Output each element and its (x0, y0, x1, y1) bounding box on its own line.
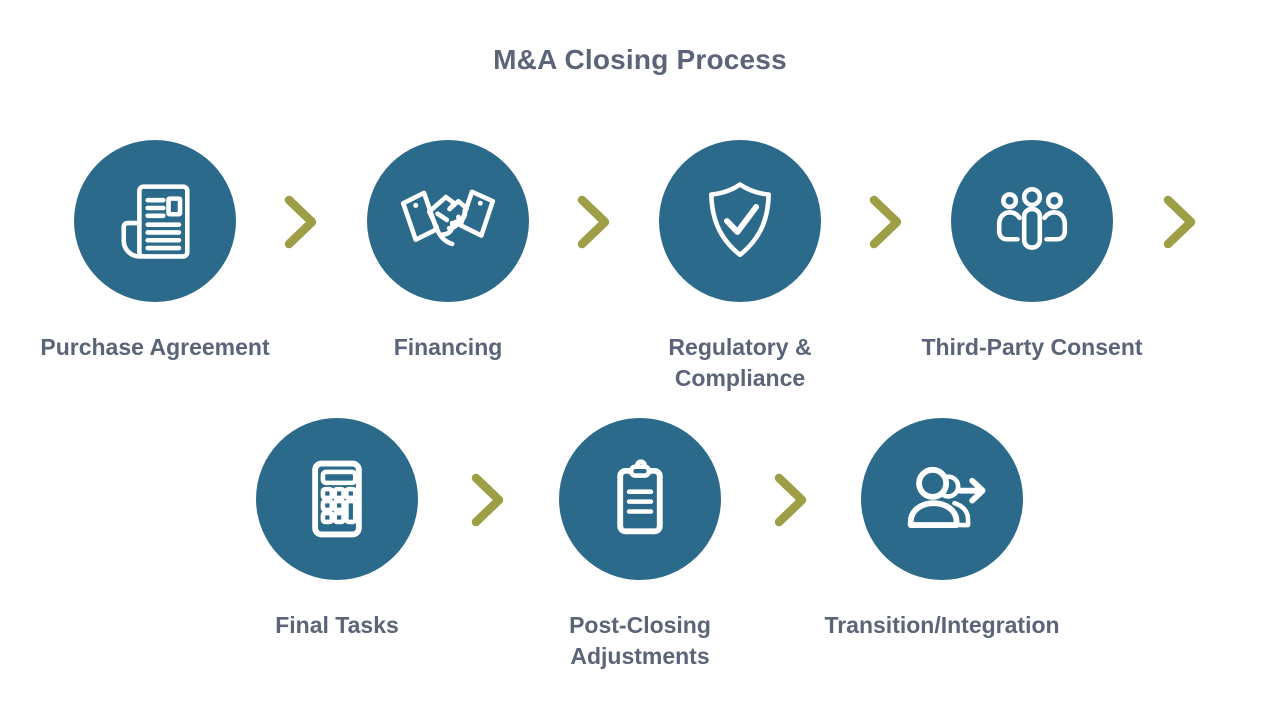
calculator-icon (312, 460, 362, 538)
step-circle (367, 140, 529, 302)
step-purchase-agreement: Purchase Agreement (15, 140, 295, 363)
chevron-right-icon (774, 473, 807, 527)
people-group-icon (996, 186, 1068, 250)
chevron-right-icon (284, 195, 317, 249)
step-circle (256, 418, 418, 580)
handshake-icon (400, 189, 496, 247)
chevron-right-icon (577, 195, 610, 249)
step-label: Final Tasks (275, 612, 399, 638)
step-circle (951, 140, 1113, 302)
step-regulatory-compliance: Regulatory & Compliance (600, 140, 880, 394)
step-circle (559, 418, 721, 580)
step-third-party-consent: Third-Party Consent (892, 140, 1172, 363)
step-label: Third-Party Consent (921, 334, 1143, 360)
clipboard-icon (617, 459, 663, 535)
step-label: Financing (393, 334, 503, 360)
step-label: Transition/Integration (824, 612, 1060, 638)
step-label: Post-Closing Adjustments (569, 612, 711, 670)
step-financing: Financing (308, 140, 588, 363)
step-circle (74, 140, 236, 302)
page-title: M&A Closing Process (493, 44, 787, 75)
newspaper-icon (121, 184, 190, 259)
step-label: Regulatory & Compliance (668, 334, 812, 392)
chevron-right-icon (1163, 195, 1196, 249)
step-label: Purchase Agreement (40, 334, 270, 360)
step-circle (659, 140, 821, 302)
person-transition-icon (907, 466, 986, 528)
step-post-closing-adjustments: Post-Closing Adjustments (500, 418, 780, 672)
chevron-right-icon (869, 195, 902, 249)
step-circle (861, 418, 1023, 580)
step-transition-integration: Transition/Integration (802, 418, 1082, 641)
shield-check-icon (709, 182, 771, 258)
step-final-tasks: Final Tasks (197, 418, 477, 641)
chevron-right-icon (471, 473, 504, 527)
